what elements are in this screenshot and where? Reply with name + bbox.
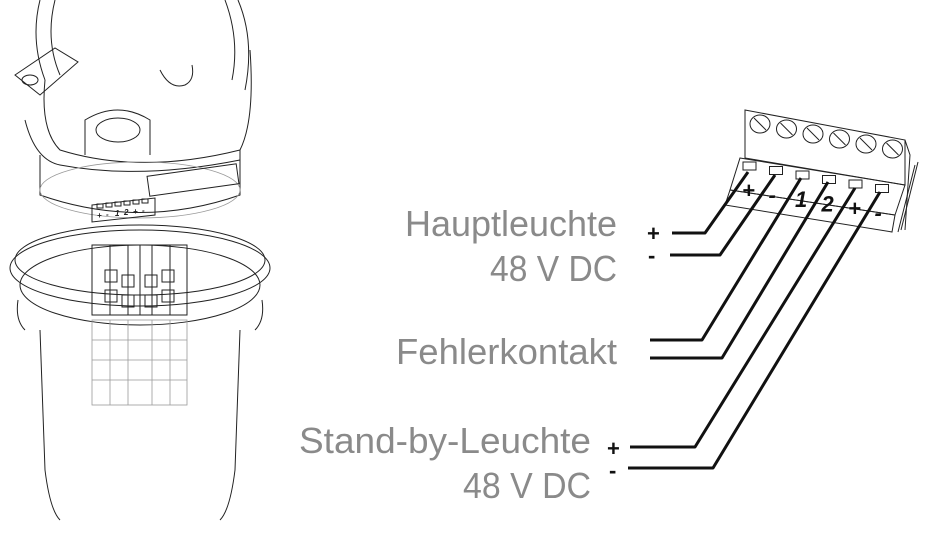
terminal-screw-icon <box>749 114 771 134</box>
lamp-terminal-socket <box>105 202 113 208</box>
wire-fault-1 <box>650 177 803 342</box>
wire-fault-2 <box>650 181 830 360</box>
terminal-screw-icon <box>776 119 797 139</box>
standby-plus-sign: + <box>607 436 620 461</box>
terminal-socket <box>769 166 783 175</box>
terminal-label: + <box>848 196 861 221</box>
terminal-screws <box>749 114 903 159</box>
terminal-socket <box>848 179 863 189</box>
lamp-terminal-label: + <box>133 207 138 216</box>
wire-standby-plus <box>630 187 857 449</box>
terminal-socket <box>742 161 757 171</box>
terminal-label: - <box>769 183 776 208</box>
lamp-terminal-socket <box>123 200 131 206</box>
terminal-sockets <box>742 161 889 193</box>
fault-contact-label: Fehlerkontakt <box>396 331 617 372</box>
lamp-terminal-label: - <box>142 206 145 215</box>
lamp-terminal-socket <box>141 198 149 204</box>
terminal-screw-icon <box>882 139 903 159</box>
terminal-label: 1 <box>795 187 807 212</box>
terminal-socket <box>822 175 836 184</box>
lamp-terminal-label: + <box>97 211 102 220</box>
terminal-socket <box>795 170 810 180</box>
lamp-terminal-label: - <box>106 210 109 219</box>
wire-standby-minus <box>628 191 882 470</box>
led-modules <box>91 244 188 406</box>
terminal-label: 2 <box>821 192 835 217</box>
standby-light-label: Stand-by-Leuchte <box>299 420 591 461</box>
terminal-screw-icon <box>829 129 850 149</box>
lamp-terminal-socket <box>114 201 122 207</box>
wire-main-plus <box>672 171 750 235</box>
lamp-terminal-socket <box>132 199 140 205</box>
terminal-screw-icon <box>855 134 877 154</box>
terminal-screw-icon <box>802 124 824 144</box>
lamp-terminal-socket <box>96 203 104 209</box>
terminal-socket <box>875 184 889 193</box>
wire-main-minus <box>670 174 777 257</box>
lamp-terminal-label: 1 <box>115 209 120 218</box>
main-voltage-label: 48 V DC <box>490 248 617 289</box>
main-minus-sign: - <box>648 243 655 268</box>
terminal-label: + <box>742 178 755 203</box>
main-plus-sign: + <box>647 221 660 246</box>
terminal-label: - <box>875 201 882 226</box>
standby-minus-sign: - <box>609 458 616 483</box>
lamp-terminal-label: 2 <box>123 208 129 217</box>
wires <box>628 171 882 470</box>
main-light-label: Hauptleuchte <box>405 203 617 244</box>
standby-voltage-label: 48 V DC <box>463 465 591 506</box>
